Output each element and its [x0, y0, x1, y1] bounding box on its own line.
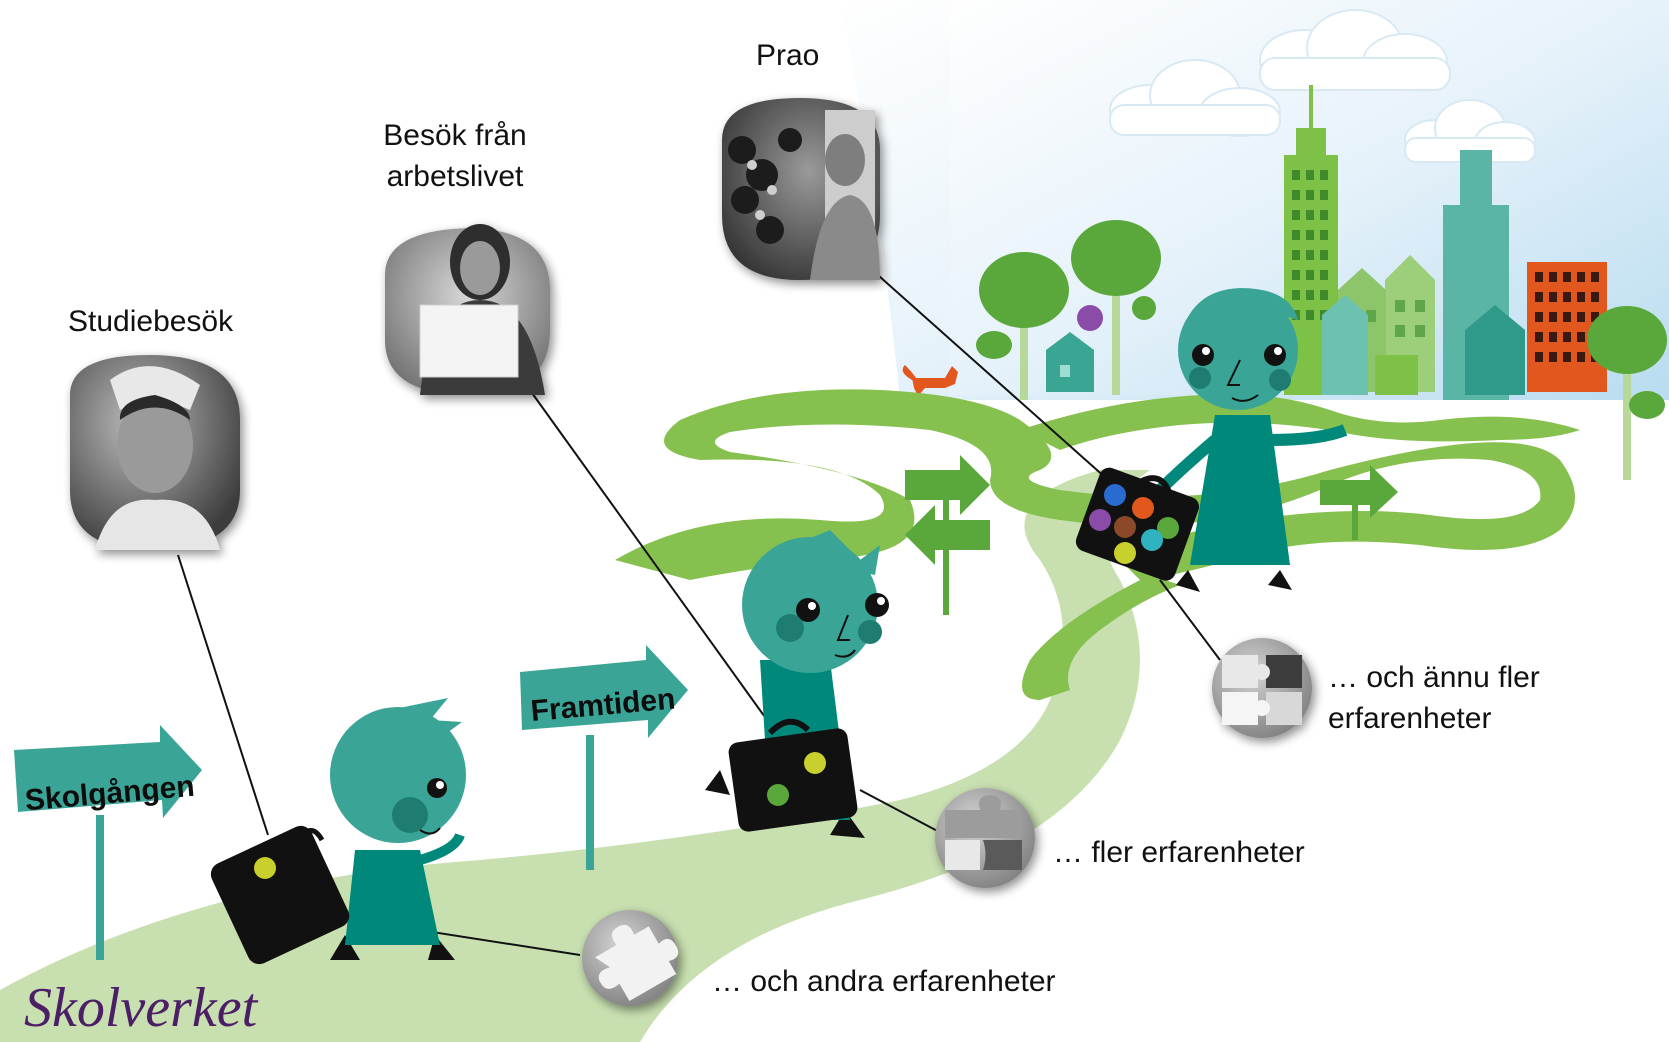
label-andra-erfarenheter: … och andra erfarenheter: [712, 965, 1056, 998]
puzzle-icon: [582, 910, 679, 1006]
city-skyline: [1046, 85, 1607, 400]
suitcase-icon: [210, 825, 350, 965]
tree-icon: [1587, 306, 1667, 480]
label-annu-line2: erfarenheter: [1328, 702, 1492, 735]
suitcase-icon: [728, 718, 858, 832]
label-prao: Prao: [756, 39, 820, 72]
portrait-chef: [70, 355, 240, 550]
label-besok-line1: Besök från: [383, 119, 527, 152]
label-studiebesok: Studiebesök: [68, 305, 234, 338]
cloud-icon: [1259, 9, 1451, 91]
connector-lines: [177, 267, 1221, 956]
skolverket-logo: Skolverket: [24, 977, 258, 1039]
small-house: [1046, 332, 1094, 392]
label-besok-line2: arbetslivet: [386, 160, 524, 193]
label-fler-erfarenheter: … fler erfarenheter: [1053, 836, 1305, 869]
signpost-icon: [1320, 465, 1398, 540]
portrait-businesswoman: [385, 224, 550, 395]
signpost-icon: [905, 455, 990, 615]
puzzle-icon: [935, 788, 1035, 888]
puzzle-icon: [1212, 638, 1312, 738]
tree-icon: [976, 252, 1069, 400]
signpost-school: Skolgången: [14, 725, 202, 960]
signpost-future: Framtiden: [520, 645, 688, 870]
label-annu-line1: … och ännu fler: [1328, 661, 1540, 694]
suitcase-icon: [1075, 467, 1200, 581]
tree-icon: [1071, 220, 1161, 395]
child-tall: [1155, 288, 1348, 592]
cloud-icon: [1109, 59, 1281, 137]
fox-icon: [902, 365, 958, 396]
child-small: [330, 698, 466, 960]
portrait-florist: [722, 98, 880, 280]
